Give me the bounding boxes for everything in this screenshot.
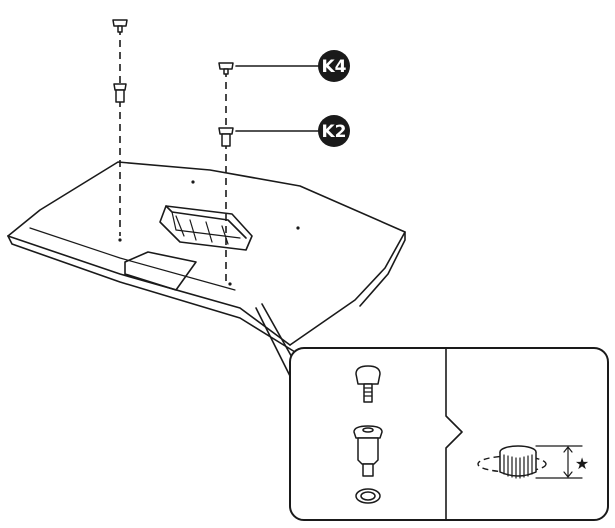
callout-k2: K2 xyxy=(235,115,350,147)
detail-height-view: ★ xyxy=(477,445,589,479)
left-screw-assembly xyxy=(112,19,128,236)
height-star-marker: ★ xyxy=(575,454,589,473)
callout-k4: K4 xyxy=(235,50,350,82)
detail-screw-stack xyxy=(353,365,383,504)
base-foot-plate xyxy=(124,251,197,291)
stand-mount-bracket xyxy=(159,205,253,251)
right-screw-assembly xyxy=(218,62,234,286)
monitor-base xyxy=(7,161,406,353)
callout-k4-label: K4 xyxy=(321,57,346,77)
callout-k2-label: K2 xyxy=(321,122,346,142)
detail-box xyxy=(289,347,609,521)
